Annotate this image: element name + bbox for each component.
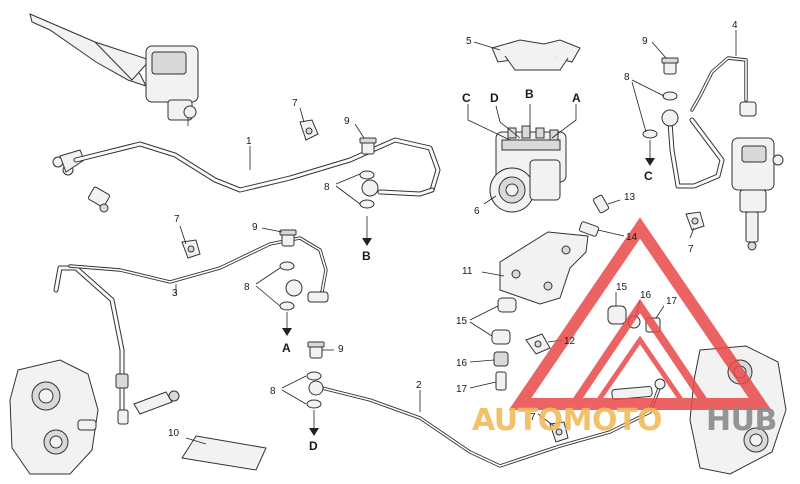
banjo-fitting-a — [279, 229, 329, 336]
callout-16-center: 16 — [456, 358, 468, 369]
brake-hose-2 — [320, 378, 666, 468]
flow-label-b: B — [362, 249, 371, 263]
flow-label-d: D — [309, 439, 318, 453]
callout-15-right: 15 — [616, 282, 628, 293]
callout-7-bottom: 7 — [530, 412, 536, 423]
callout-14: 14 — [626, 232, 638, 243]
abs-bracket — [499, 194, 610, 305]
callout-8-a: 8 — [244, 282, 250, 293]
callout-8-d: 8 — [270, 386, 276, 397]
callout-16-right: 16 — [640, 290, 652, 301]
hose-clip-right — [685, 211, 705, 231]
watermark-text-hub: HUB — [706, 403, 777, 438]
abs-port-label-b: B — [525, 87, 534, 101]
mounting-hardware-center — [491, 297, 551, 391]
callout-7-right: 7 — [688, 244, 694, 255]
callout-5: 5 — [466, 36, 472, 47]
callout-10: 10 — [168, 428, 180, 439]
hose-clip-top — [299, 119, 319, 141]
flow-label-a: A — [282, 341, 291, 355]
abs-port-leaders — [467, 104, 577, 205]
brake-hose-1 — [73, 137, 441, 197]
callout-8-c: 8 — [624, 72, 630, 83]
callout-4: 4 — [732, 20, 738, 31]
banjo-fitting-b — [359, 137, 379, 246]
watermark-text-automoto: AUTOMOTO — [472, 403, 662, 438]
callout-11: 11 — [462, 266, 473, 277]
callout-17-right: 17 — [666, 296, 678, 307]
callout-2: 2 — [416, 380, 422, 391]
watermark-logo — [508, 217, 772, 410]
rear-brake-line-4 — [667, 56, 748, 189]
callout-9-a: 9 — [252, 222, 258, 233]
callout-7-left: 7 — [174, 214, 180, 225]
banjo-fitting-c — [642, 57, 679, 166]
abs-port-label-c: C — [462, 91, 471, 105]
hose-clip-bottom — [549, 421, 569, 443]
abs-port-label-d: D — [490, 91, 499, 105]
rear-master-cylinder — [731, 101, 784, 251]
callout-9-d: 9 — [338, 344, 344, 355]
abs-port-label-a: A — [572, 91, 581, 105]
callout-8-b: 8 — [324, 182, 330, 193]
callout-7-top: 7 — [292, 98, 298, 109]
callout-12: 12 — [564, 336, 576, 347]
callout-9-b: 9 — [344, 116, 350, 127]
label-plate-10 — [181, 435, 267, 471]
callout-leaders — [175, 30, 737, 445]
callout-17-center: 17 — [456, 384, 468, 395]
callout-6: 6 — [474, 206, 480, 217]
callout-1: 1 — [246, 136, 252, 147]
banjo-fitting-d — [306, 341, 325, 436]
flow-label-c: C — [644, 169, 653, 183]
callout-3: 3 — [172, 288, 178, 299]
hose-clip-left — [181, 239, 201, 259]
front-brake-caliper — [9, 359, 180, 475]
front-brake-lever-assembly — [29, 13, 199, 213]
callout-9-c: 9 — [642, 36, 648, 47]
callout-15-center: 15 — [456, 316, 468, 327]
callout-13: 13 — [624, 192, 636, 203]
abs-modulator — [489, 39, 581, 213]
